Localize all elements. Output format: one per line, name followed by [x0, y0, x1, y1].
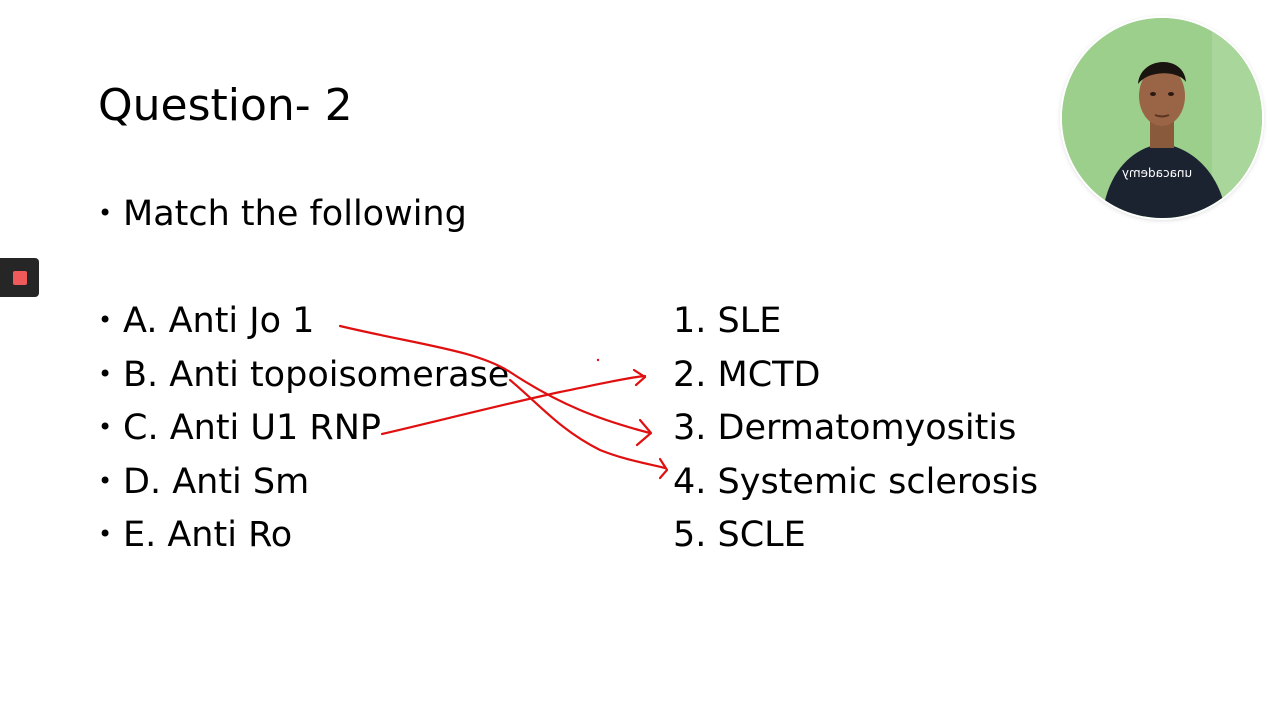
bullet-dot: • [98, 199, 113, 227]
right-item-1: 1. SLE [673, 301, 782, 341]
left-item-label: B. Anti topoisomerase [123, 355, 510, 395]
left-item-label: C. Anti U1 RNP [123, 408, 382, 448]
bullet-dot: • [98, 306, 113, 334]
intro-bullet: • Match the following [98, 192, 467, 239]
stop-record-icon [12, 270, 27, 285]
annotation-arrow-b-to-4 [508, 378, 667, 470]
presenter-figure [1062, 18, 1262, 218]
left-item-label: D. Anti Sm [123, 462, 310, 502]
left-item-a: • A. Anti Jo 1 [98, 299, 314, 346]
right-item-2: 2. MCTD [673, 355, 821, 395]
pen-dot [596, 358, 600, 362]
left-item-label: E. Anti Ro [123, 515, 293, 555]
bullet-dot: • [98, 467, 113, 495]
left-item-c: • C. Anti U1 RNP [98, 406, 381, 453]
left-item-b: • B. Anti topoisomerase [98, 353, 509, 400]
arrow-head-4 [658, 457, 669, 480]
right-item-5: 5. SCLE [673, 515, 806, 555]
left-item-label: A. Anti Jo 1 [123, 301, 315, 341]
bullet-dot: • [98, 520, 113, 548]
left-item-d: • D. Anti Sm [98, 460, 309, 507]
left-item-e: • E. Anti Ro [98, 513, 292, 560]
right-item-3: 3. Dermatomyositis [673, 408, 1017, 448]
arrow-head-3 [635, 418, 653, 447]
bullet-dot: • [98, 360, 113, 388]
presenter-webcam [1062, 18, 1262, 218]
right-item-4: 4. Systemic sclerosis [673, 462, 1039, 502]
slide-title: Question- 2 [98, 80, 353, 131]
shirt-logo-text: unacademy [1121, 166, 1193, 180]
stop-record-button[interactable] [0, 258, 39, 297]
intro-text: Match the following [123, 194, 467, 234]
bullet-dot: • [98, 413, 113, 441]
arrow-head-2 [632, 368, 647, 387]
